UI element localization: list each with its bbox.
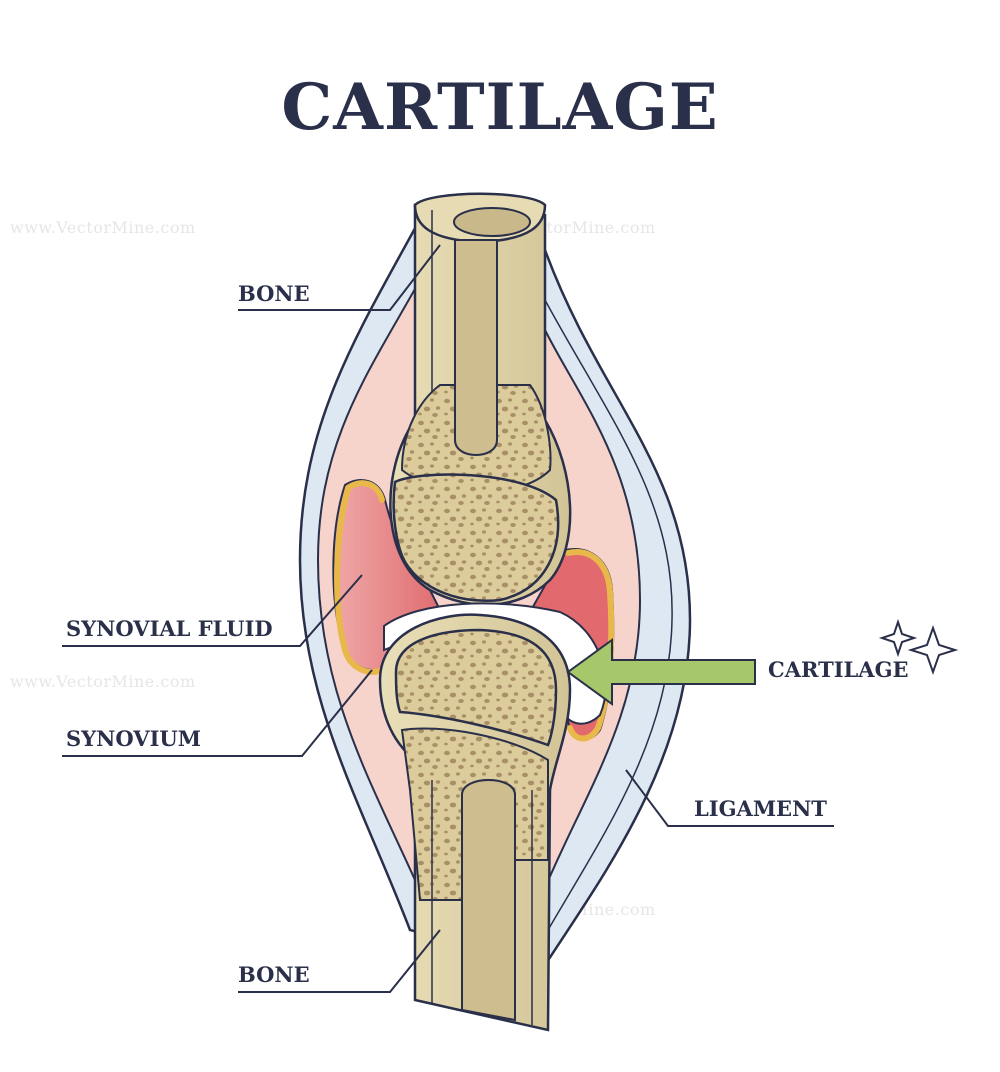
label-synovial-fluid: SYNOVIAL FLUID [66,616,273,641]
leader-line-ligament [625,769,834,827]
label-bone-top: BONE [238,281,310,306]
watermark: www.VectorMine.com [10,218,196,237]
cartilage-pointer-arrow [566,638,756,706]
marrow-cavity [461,779,516,1022]
leader-line-bone-bottom [238,929,441,993]
leader-line-synovium [62,669,373,757]
articular-cartilage-top [392,473,560,602]
leader-line-bone-top [238,244,441,311]
leader-line-synovial-fluid [62,574,363,647]
articular-cartilage-bottom [394,628,558,747]
diagram-title: CARTILAGE [281,70,719,145]
watermark: www.VectorMine.com [10,672,196,691]
label-ligament: LIGAMENT [694,796,827,821]
sparkle-icon [878,618,918,658]
label-bone-bottom: BONE [238,962,310,987]
marrow-cavity [454,239,498,456]
label-cartilage: CARTILAGE [768,657,909,682]
label-synovium: SYNOVIUM [66,726,201,751]
synovium [334,480,385,675]
sparkle-icon [907,624,959,676]
